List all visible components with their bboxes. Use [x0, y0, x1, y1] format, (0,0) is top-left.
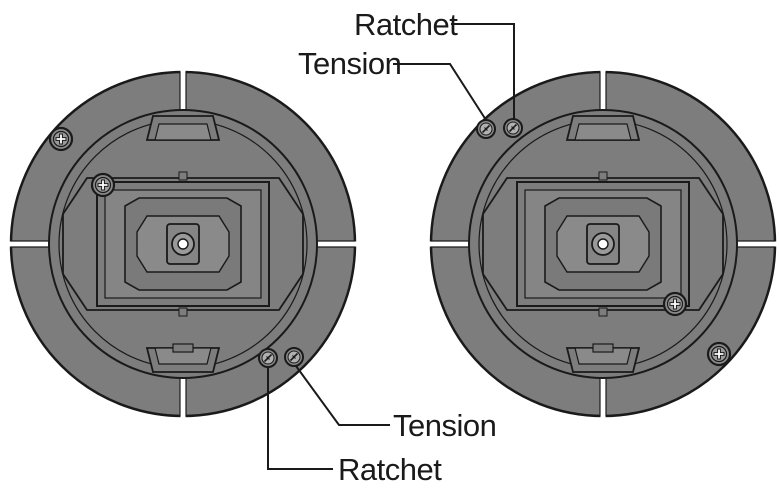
- left-ratchet-screw-icon: [258, 348, 278, 368]
- right-tension-label: Tension: [298, 46, 401, 81]
- right-ratchet-label: Ratchet: [354, 7, 458, 42]
- right-tension-screw-icon: [476, 119, 496, 139]
- left-tension-screw-icon: [284, 347, 304, 367]
- right-ratchet-leader: [451, 23, 515, 120]
- left-tension-label: Tension: [393, 408, 496, 443]
- left-ratchet-label: Ratchet: [338, 452, 442, 487]
- left-gimbal: [9, 70, 357, 418]
- right-tension-leader: [393, 63, 487, 121]
- left-tension-leader: [295, 365, 390, 426]
- right-ratchet-screw-icon: [503, 118, 523, 138]
- right-mount-screw-icon: [706, 341, 732, 367]
- left-inner-screw-icon: [90, 172, 116, 198]
- left-mount-screw-icon: [48, 126, 74, 152]
- right-inner-screw-icon: [662, 291, 688, 317]
- left-ratchet-leader: [267, 368, 333, 470]
